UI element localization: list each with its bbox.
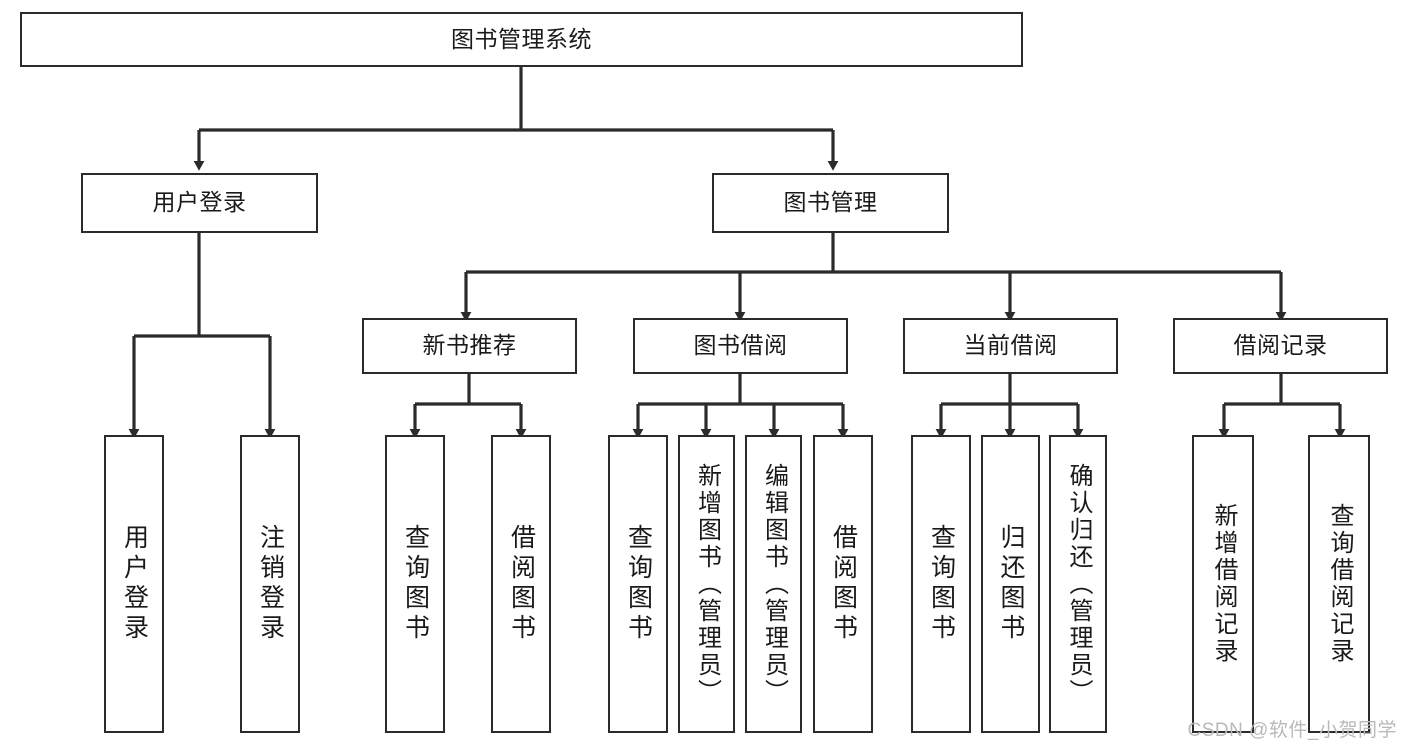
leaf-borrow-book-borrow[interactable]: 借阅图书 xyxy=(813,435,873,733)
leaf-edit-book-admin[interactable]: 编辑图书（管理员） xyxy=(745,435,802,733)
node-book-manage-label: 图书管理 xyxy=(783,189,878,216)
leaf-return-book-label: 归还图书 xyxy=(997,524,1025,644)
leaf-query-book-current[interactable]: 查询图书 xyxy=(911,435,971,733)
leaf-confirm-return-admin[interactable]: 确认归还（管理员） xyxy=(1049,435,1107,733)
leaf-query-borrow-record[interactable]: 查询借阅记录 xyxy=(1308,435,1370,733)
node-user-login[interactable]: 用户登录 xyxy=(81,173,318,233)
node-book-borrow[interactable]: 图书借阅 xyxy=(633,318,848,374)
leaf-add-book-admin[interactable]: 新增图书（管理员） xyxy=(678,435,735,733)
leaf-borrow-book-new-label: 借阅图书 xyxy=(507,524,536,644)
node-root[interactable]: 图书管理系统 xyxy=(20,12,1023,67)
leaf-query-borrow-record-label: 查询借阅记录 xyxy=(1326,503,1353,665)
leaf-user-login-label: 用户登录 xyxy=(120,524,149,644)
leaf-borrow-book-new[interactable]: 借阅图书 xyxy=(491,435,551,733)
leaf-return-book[interactable]: 归还图书 xyxy=(981,435,1040,733)
leaf-query-book-borrow-label: 查询图书 xyxy=(624,524,653,644)
leaf-borrow-book-borrow-label: 借阅图书 xyxy=(829,524,858,644)
node-borrow-record-label: 借阅记录 xyxy=(1233,332,1328,359)
node-borrow-record[interactable]: 借阅记录 xyxy=(1173,318,1388,374)
leaf-user-login[interactable]: 用户登录 xyxy=(104,435,164,733)
leaf-query-book-new-label: 查询图书 xyxy=(401,524,430,644)
leaf-add-borrow-record-label: 新增借阅记录 xyxy=(1210,503,1237,665)
leaf-logout[interactable]: 注销登录 xyxy=(240,435,300,733)
leaf-query-book-current-label: 查询图书 xyxy=(927,524,956,644)
leaf-add-borrow-record[interactable]: 新增借阅记录 xyxy=(1192,435,1254,733)
node-root-label: 图书管理系统 xyxy=(451,25,592,52)
leaf-confirm-return-admin-label: 确认归还（管理员） xyxy=(1065,462,1092,706)
leaf-add-book-admin-label: 新增图书（管理员） xyxy=(693,462,721,706)
watermark-text: CSDN @软件_小贺同学 xyxy=(1187,720,1397,741)
leaf-edit-book-admin-label: 编辑图书（管理员） xyxy=(760,462,788,706)
node-current-borrow-label: 当前借阅 xyxy=(963,332,1058,359)
node-new-book-recommend[interactable]: 新书推荐 xyxy=(362,318,577,374)
node-book-borrow-label: 图书借阅 xyxy=(693,332,788,359)
node-book-manage[interactable]: 图书管理 xyxy=(712,173,949,233)
leaf-logout-label: 注销登录 xyxy=(256,524,285,644)
node-user-login-label: 用户登录 xyxy=(152,189,247,216)
node-new-book-recommend-label: 新书推荐 xyxy=(422,332,517,359)
leaf-query-book-borrow[interactable]: 查询图书 xyxy=(608,435,668,733)
leaf-query-book-new[interactable]: 查询图书 xyxy=(385,435,445,733)
node-current-borrow[interactable]: 当前借阅 xyxy=(903,318,1118,374)
